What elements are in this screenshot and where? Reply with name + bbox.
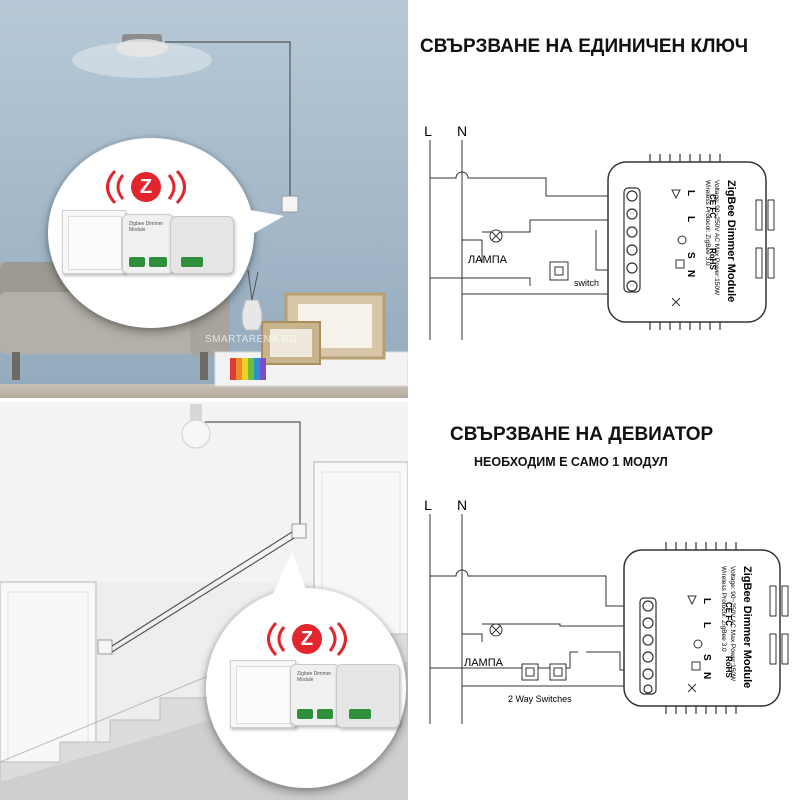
lamp-terminal-icon-2 [693, 639, 703, 649]
ce-fc-mark: CE FC [708, 194, 717, 218]
switch-icon [549, 261, 569, 281]
l-label-2: L [424, 497, 432, 513]
wiring-diagram-single-switch: L N ЛАМПА switch [424, 123, 775, 340]
rohs-mark-2: RoHS [724, 656, 733, 678]
module-photo-label-bottom: Zigbee Dimmer Module [297, 671, 332, 683]
lamp-terminal-icon [677, 235, 687, 245]
dimmer-module-photo-back [170, 216, 234, 274]
bubble-tail-top [228, 206, 284, 240]
warning-icon [671, 189, 681, 200]
zigbee-logo-icon: Z [131, 172, 161, 202]
stairs-photo: Z Zigbee Dimmer Module [0, 402, 408, 800]
lamp-label-2: ЛАМПА [464, 657, 504, 669]
switch-label: switch [574, 278, 599, 288]
switch-terminal-icon-2 [691, 661, 701, 671]
rohs-mark: RoHS [708, 248, 717, 270]
terminal-l-label-2: L [701, 598, 712, 604]
dimmer-module-photo-bottom: Zigbee Dimmer Module [290, 664, 340, 726]
dimmer-module-photo: Zigbee Dimmer Module [122, 214, 174, 274]
n-label-2: N [457, 497, 467, 513]
module-spec-line2: Wireless Protocol: ZigBee 3.0 [704, 180, 711, 266]
living-room-photo: Z Zigbee Dimmer Module SMARTARENA.BG [0, 0, 408, 398]
wall-switch-upper [291, 523, 307, 539]
lamp-icon-2 [489, 623, 503, 637]
terminal-l-label: L [685, 190, 696, 196]
watermark: SMARTARENA.BG [205, 334, 298, 345]
zigbee-dimmer-module-2: ZigBee Dimmer Module Voltage: 90~250V AC… [623, 542, 789, 714]
module-name: ZigBee Dimmer Module [725, 180, 737, 302]
warning-icon-2 [687, 595, 697, 606]
terminal-l2-label: L [685, 216, 696, 222]
lamp-label: ЛАМПА [468, 254, 508, 266]
zigbee-dimmer-module: ZigBee Dimmer Module Voltage: 90~250V AC… [607, 154, 775, 330]
wall-switch-panel [62, 210, 126, 274]
wireless-waves-icon [106, 169, 186, 205]
two-way-switch-icon-1 [521, 663, 539, 681]
l-label: L [424, 123, 432, 139]
lamp-icon [489, 229, 503, 243]
ce-fc-mark-2: CE FC [724, 602, 733, 626]
terminal-s-label: S [685, 252, 696, 259]
wall-switch [281, 195, 299, 213]
bin-disposal-icon-2 [687, 683, 697, 693]
two-way-switch-label: 2 Way Switches [508, 694, 572, 704]
terminal-n-label: N [685, 270, 696, 277]
n-label: N [457, 123, 467, 139]
wall-switch-panel-bottom [230, 660, 296, 728]
bin-disposal-icon [671, 297, 681, 307]
terminal-l2-label-2: L [701, 622, 712, 628]
switch-terminal-icon [675, 259, 685, 269]
dimmer-module-photo-back-bottom [336, 664, 400, 728]
diagram-title-single-switch: СВЪРЗВАНЕ НА ЕДИНИЧЕН КЛЮЧ [420, 36, 749, 57]
diagram-title-two-way-switch: СВЪРЗВАНЕ НА ДЕВИАТОР [450, 424, 714, 445]
terminal-s-label-2: S [701, 654, 712, 661]
zigbee-logo-icon-bottom: Z [292, 624, 322, 654]
module-spec-line1-2: Voltage: 90~250V AC Max Power:150W [729, 566, 736, 682]
two-way-switch-icon-2 [549, 663, 567, 681]
light-bulb [181, 419, 211, 449]
wireless-waves-icon-bottom [267, 621, 347, 657]
module-name-2: ZigBee Dimmer Module [741, 566, 753, 688]
bubble-tail-bottom [272, 552, 306, 596]
module-spec-line1: Voltage: 90~250V AC Max Power:150W [713, 180, 720, 296]
diagram-subtitle-two-way: НЕОБХОДИМ Е САМО 1 МОДУЛ [474, 455, 668, 469]
wiring-diagram-two-way-switch: L N ЛАМПА 2 Way Switches [424, 497, 789, 724]
terminal-n-label-2: N [701, 672, 712, 679]
module-spec-line2-2: Wireless Protocol: ZigBee 3.0 [720, 566, 727, 652]
module-photo-label: Zigbee Dimmer Module [129, 221, 164, 233]
wall-switch-lower [97, 639, 113, 655]
